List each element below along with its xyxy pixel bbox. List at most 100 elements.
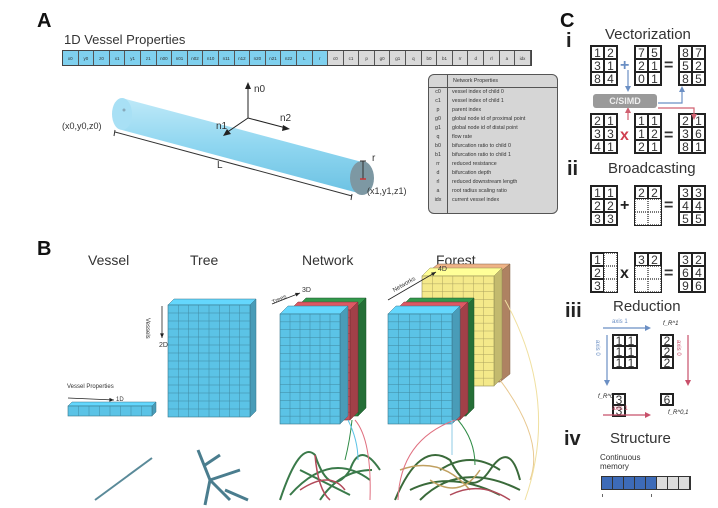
vessel-block-top (67, 401, 157, 407)
network-link-red (354, 419, 371, 501)
matrix-cell: 2 (604, 46, 617, 60)
forest-graph-red (449, 487, 511, 501)
memory-cell-filled (635, 477, 646, 489)
matrix-cell: 4 (692, 266, 705, 280)
matrix-cell: 8 (679, 72, 692, 86)
label-n1: n1 (216, 121, 228, 132)
matrix-cell: 3 (591, 279, 604, 293)
forest-graph-green (394, 454, 521, 501)
matrix-cell: 8 (679, 46, 692, 60)
strip-cell: L (296, 51, 313, 65)
matrix-cell: 1 (692, 140, 705, 154)
strip-cell: x1 (109, 51, 126, 65)
matrix-cell: 0 (635, 72, 648, 86)
memory-cell-filled (613, 477, 624, 489)
matrix-cell (635, 212, 648, 225)
matrix-cell: 2 (635, 140, 648, 154)
multiply-operator: x (620, 127, 629, 144)
memory-span-marker (602, 494, 652, 497)
matrix-cell: 3 (591, 212, 604, 226)
tensor-blocks-diagram (67, 263, 540, 506)
label-end-point: (x1,y1,z1) (367, 186, 407, 196)
property-symbol: rl (436, 179, 440, 185)
property-row: q flow rate (429, 133, 557, 142)
matrix-cell: 1 (635, 114, 648, 128)
label-radius: r (372, 153, 376, 164)
axis-4d-arrow-head (431, 272, 436, 277)
matrix-cell: 2 (591, 199, 604, 213)
property-symbol: q (436, 134, 440, 140)
memory-cell-filled (624, 477, 635, 489)
matrix-cell: 6 (679, 266, 692, 280)
property-description: bifurcation depth (452, 170, 492, 176)
matrix-cell: 2 (661, 345, 673, 359)
simd-engine-label: C/SIMD (609, 96, 641, 106)
matrix-cell: 4 (692, 199, 705, 213)
matrix-cell (648, 212, 661, 225)
label-2d: 2D (159, 342, 168, 349)
property-symbol: c1 (435, 98, 441, 104)
property-description: reduced downstream length (452, 179, 518, 185)
network-graph-red (299, 454, 346, 501)
strip-cell: b0 (421, 51, 438, 65)
strip-cell: n02 (187, 51, 204, 65)
strip-cell: idx (515, 51, 531, 65)
matrix-cell (635, 266, 648, 279)
property-symbol: rr (436, 161, 440, 167)
label-start-point: (x0,y0,z0) (62, 121, 102, 131)
matrix-cell: 1 (613, 356, 625, 370)
matrix-cell (604, 279, 617, 292)
property-description: flow rate (452, 134, 473, 140)
f0-label: f_R^0 (598, 394, 614, 400)
property-symbol: idx (434, 197, 442, 203)
memory-cell-filled (602, 477, 613, 489)
matrix-cell: 7 (692, 46, 705, 60)
panel-a-letter: A (37, 10, 52, 32)
matrix-cell: 2 (661, 334, 673, 348)
vessel-end-cap (350, 161, 374, 195)
matrix-cell: 1 (692, 114, 705, 128)
f01-label: f_R^0,1 (668, 410, 689, 416)
matrix-cell: 2 (591, 266, 604, 280)
label-1d: 1D (116, 397, 124, 403)
panel-c-letter: C (560, 10, 575, 32)
simd-arrows (625, 70, 697, 120)
strip-cell: y0 (78, 51, 95, 65)
property-description: global node id of distal point (452, 125, 518, 131)
forest-layer-red-side (459, 301, 469, 421)
strip-title: 1D Vessel Properties (64, 32, 186, 47)
memory-cell-empty (668, 477, 679, 489)
property-description: current vessel index (452, 197, 500, 203)
matrix-cell: 9 (679, 279, 692, 293)
property-symbol: b1 (435, 152, 441, 158)
tree-graph (196, 449, 249, 506)
label-vessels: Vessels (144, 318, 150, 339)
matrix-cell: 2 (604, 199, 617, 213)
continuous-memory-bar (601, 476, 691, 490)
strip-cell: n00 (156, 51, 173, 65)
matrix-cell: 2 (635, 186, 648, 200)
section-ii-numeral: ii (567, 158, 579, 180)
memory-cell-empty (657, 477, 668, 489)
matrix-cell: 1 (604, 140, 617, 154)
matrix-cell: 4 (679, 199, 692, 213)
property-description: reduced resistance (452, 161, 497, 167)
matrix-cell: 1 (648, 72, 661, 86)
axis1-label-top: axis 1 (612, 319, 628, 325)
matrix-cell: 3 (591, 127, 604, 141)
vessel-start-cap (112, 98, 132, 130)
matrix-cell: 2 (648, 186, 661, 200)
matrix-cell: 1 (635, 127, 648, 141)
f1-label: f_R^1 (663, 321, 679, 327)
matrix-cell: 5 (692, 212, 705, 226)
section-iv-title: Structure (610, 430, 671, 447)
